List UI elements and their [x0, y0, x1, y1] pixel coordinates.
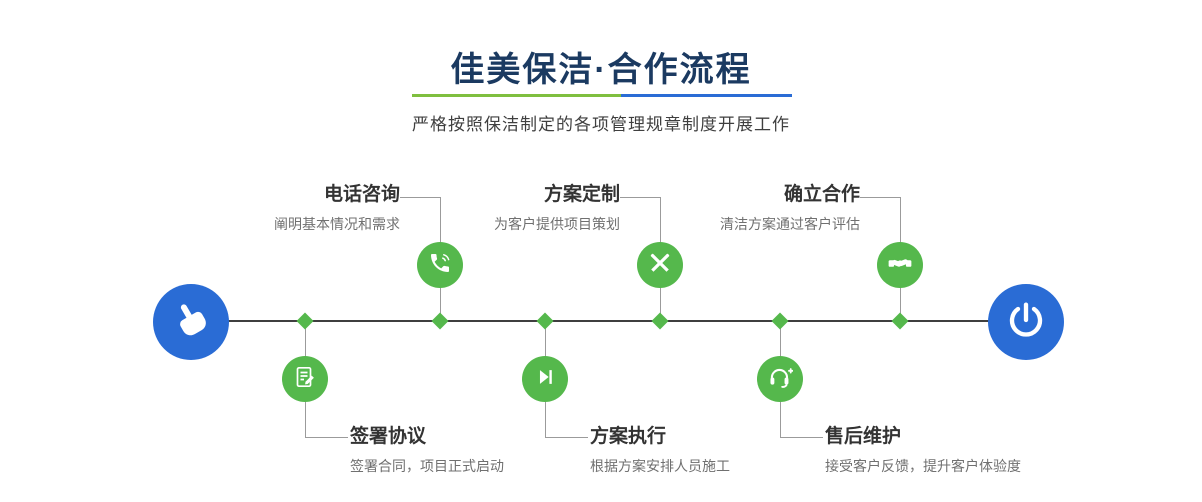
step-icon-circle-handshake	[877, 242, 923, 288]
step-text-cooperate: 确立合作 清洁方案通过客户评估	[720, 184, 860, 233]
connector-hline	[860, 197, 900, 198]
step-desc: 阐明基本情况和需求	[274, 215, 400, 232]
step-icon-circle-service	[757, 356, 803, 402]
play-next-icon	[534, 366, 556, 393]
step-label: 售后维护	[825, 426, 902, 447]
step-text-design: 方案定制 为客户提供项目策划	[494, 184, 620, 233]
step-icon-circle-design	[637, 242, 683, 288]
divider-green-segment	[412, 94, 621, 97]
step-desc: 为客户提供项目策划	[494, 215, 620, 232]
divider-blue-segment	[621, 94, 792, 97]
pencil-ruler-icon	[648, 251, 672, 280]
headset-plus-icon	[767, 364, 794, 395]
step-desc: 签署合同，项目正式启动	[350, 457, 504, 474]
timeline-node-diamond	[651, 312, 669, 330]
title-divider	[412, 94, 792, 97]
step-icon-circle-execute	[522, 356, 568, 402]
timeline-node-diamond	[536, 312, 554, 330]
timeline-start-node	[153, 284, 229, 360]
timeline-end-node	[988, 284, 1064, 360]
step-text-execute: 方案执行 根据方案安排人员施工	[590, 426, 730, 475]
page-subtitle: 严格按照保洁制定的各项管理规章制度开展工作	[412, 115, 790, 134]
step-desc: 根据方案安排人员施工	[590, 457, 730, 474]
step-label: 方案执行	[590, 426, 667, 447]
connector-hline	[780, 437, 823, 438]
step-text-phone: 电话咨询 阐明基本情况和需求	[274, 184, 400, 233]
page-title: 佳美保洁·合作流程	[450, 51, 752, 89]
contract-icon	[293, 365, 317, 394]
handshake-icon	[887, 250, 913, 281]
step-label: 确立合作	[783, 184, 860, 205]
connector-hline	[620, 197, 660, 198]
step-desc: 清洁方案通过客户评估	[720, 215, 860, 232]
step-text-contract: 签署协议 签署合同，项目正式启动	[350, 426, 504, 475]
step-desc: 接受客户反馈，提升客户体验度	[825, 457, 1021, 474]
step-text-service: 售后维护 接受客户反馈，提升客户体验度	[825, 426, 1021, 475]
step-icon-circle-contract	[282, 356, 328, 402]
step-label: 方案定制	[543, 184, 620, 205]
timeline-node-diamond	[891, 312, 909, 330]
step-icon-circle-phone	[417, 242, 463, 288]
phone-icon	[428, 251, 452, 280]
timeline-node-diamond	[431, 312, 449, 330]
connector-hline	[305, 437, 348, 438]
timeline-node-diamond	[771, 312, 789, 330]
timeline-baseline	[191, 320, 1026, 322]
connector-hline	[545, 437, 588, 438]
hand-pointer-icon	[171, 300, 211, 345]
connector-hline	[400, 197, 440, 198]
timeline-node-diamond	[296, 312, 314, 330]
step-label: 电话咨询	[323, 184, 400, 205]
step-label: 签署协议	[350, 426, 427, 447]
power-icon	[1006, 300, 1046, 345]
